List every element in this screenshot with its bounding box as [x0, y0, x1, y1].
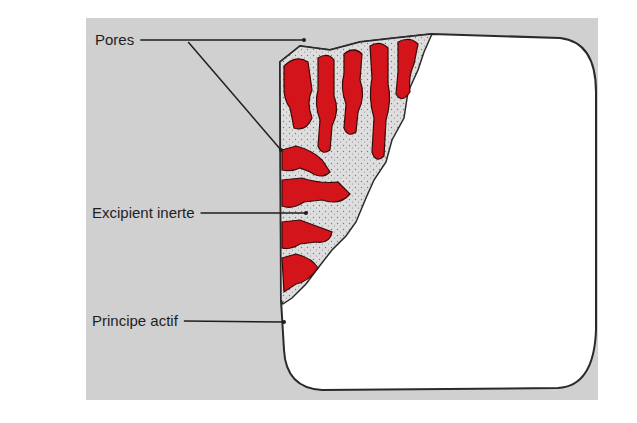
inert-excipient-matrix	[280, 34, 432, 304]
part-label: Pores	[95, 31, 134, 49]
pore	[282, 254, 318, 292]
leader-dot	[304, 211, 308, 215]
pore	[284, 59, 312, 129]
part-label: Excipient inerte	[92, 204, 195, 222]
leader-line	[184, 321, 284, 322]
pore	[282, 178, 350, 207]
pore	[316, 55, 336, 152]
leader-dot	[282, 320, 286, 324]
pore	[282, 146, 330, 176]
pore-channels	[282, 39, 418, 292]
pore	[342, 50, 362, 134]
pore	[370, 43, 390, 159]
leader-dot	[279, 148, 283, 152]
pore	[396, 39, 418, 98]
tablet-outline	[280, 34, 596, 390]
pore	[282, 220, 332, 249]
leader-line	[140, 39, 304, 41]
leader-dot	[302, 38, 306, 42]
leader-line	[201, 212, 306, 214]
leader-line	[188, 42, 281, 150]
part-label: Principe actif	[92, 312, 178, 330]
background-panel	[86, 18, 598, 400]
